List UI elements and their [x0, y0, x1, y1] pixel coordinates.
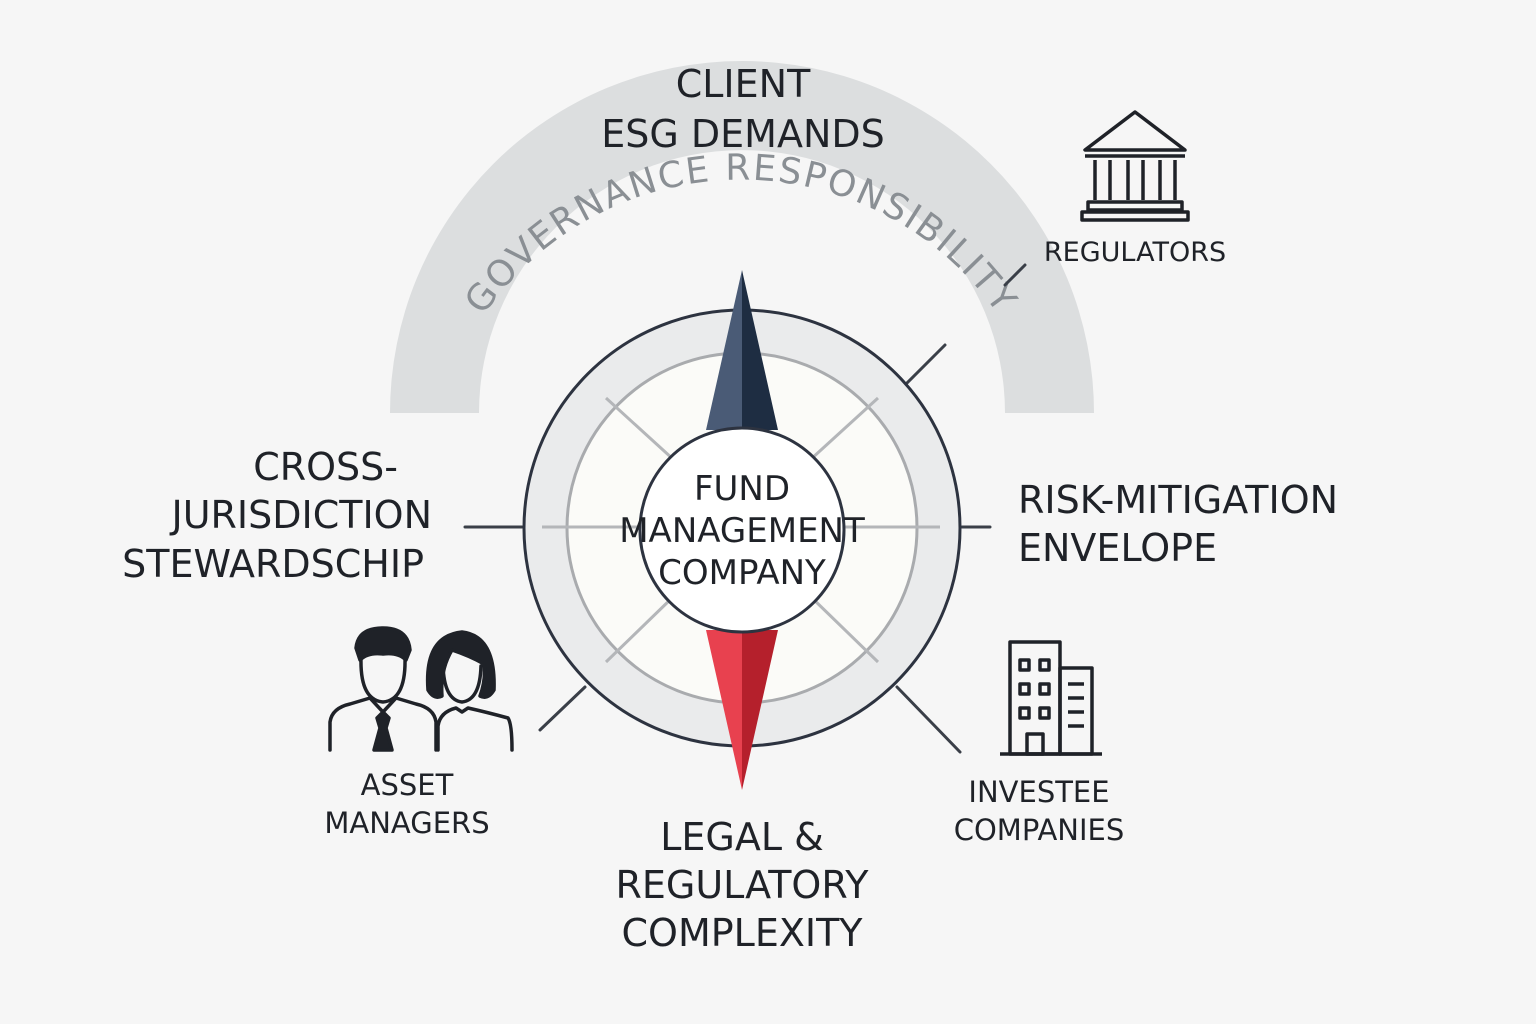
top-label-line-2: ESG DEMANDS	[601, 112, 885, 156]
right-label: RISK-MITIGATION ENVELOPE	[1018, 478, 1338, 570]
compass-needle-south-right	[742, 630, 778, 790]
right-label-line-1: RISK-MITIGATION	[1018, 478, 1338, 522]
center-label: FUND MANAGEMENT COMPANY	[619, 469, 865, 593]
left-label-line-2: JURISDICTION	[169, 493, 432, 537]
compass-center-disc	[638, 426, 846, 634]
right-label-line-2: ENVELOPE	[1018, 526, 1217, 570]
center-line-1: FUND	[694, 469, 790, 509]
investee-companies-line-2: COMPANIES	[954, 813, 1125, 847]
top-label: CLIENT ESG DEMANDS	[601, 62, 885, 156]
center-line-2: MANAGEMENT	[619, 511, 865, 551]
connector-investee	[895, 685, 962, 754]
bottom-label-line-2: REGULATORY	[615, 863, 869, 907]
center-line-3: COMPANY	[658, 553, 826, 593]
left-label-line-3: STEWARDSCHIP	[122, 542, 424, 586]
regulators-label: REGULATORS	[1044, 237, 1226, 268]
compass-needle-north-left	[706, 270, 742, 430]
governance-arc-band	[390, 61, 1094, 413]
compass-needle-south-left	[706, 630, 742, 790]
asset-managers-line-2: MANAGERS	[324, 806, 489, 840]
connector-regulators-outer	[1003, 263, 1027, 287]
left-label: CROSS- JURISDICTION STEWARDSCHIP	[122, 445, 432, 586]
investee-companies-label: INVESTEE COMPANIES	[954, 775, 1125, 847]
compass-needle-north-right	[742, 270, 778, 430]
top-label-line-1: CLIENT	[676, 62, 811, 106]
asset-managers-line-1: ASSET	[361, 768, 454, 802]
connector-regulators	[903, 343, 947, 387]
office-buildings-icon	[1000, 640, 1102, 756]
bottom-label: LEGAL & REGULATORY COMPLEXITY	[615, 815, 869, 955]
compass	[522, 270, 962, 790]
connector-asset-managers	[538, 685, 587, 732]
investee-companies-line-1: INVESTEE	[968, 775, 1109, 809]
bottom-label-line-1: LEGAL &	[660, 815, 824, 859]
connector-lines	[463, 263, 1027, 754]
compass-spokes	[542, 396, 940, 664]
bottom-label-line-3: COMPLEXITY	[622, 911, 864, 955]
asset-managers-label: ASSET MANAGERS	[324, 768, 489, 840]
left-label-line-1: CROSS-	[253, 445, 398, 489]
bank-building-icon	[1080, 110, 1190, 222]
people-icon	[328, 626, 514, 752]
